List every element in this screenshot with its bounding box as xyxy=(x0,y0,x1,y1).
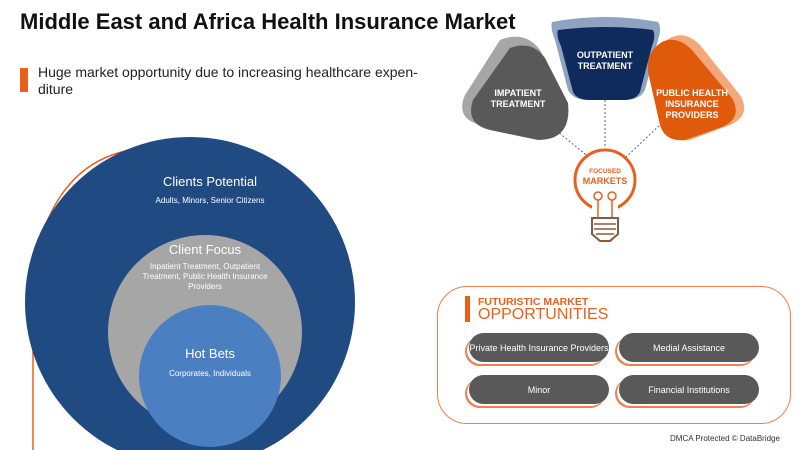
bulb-line2: MARKETS xyxy=(582,176,628,186)
outer-circle-title: Clients Potential xyxy=(163,174,257,189)
inner-circle-title: Hot Bets xyxy=(185,346,235,361)
subtitle-accent-bar xyxy=(20,68,28,92)
bulb-line1: FOCUSED xyxy=(589,168,621,175)
futuristic-title-line2: OPPORTUNITIES xyxy=(478,306,609,323)
futuristic-accent-bar xyxy=(465,296,470,322)
inpatient-shape xyxy=(471,45,569,140)
lightbulb-icon xyxy=(573,148,637,242)
opportunity-item: Financial Institutions xyxy=(619,375,759,404)
inner-circle-desc: Corporates, Individuals xyxy=(169,369,251,378)
segment-outpatient: OUTPATIENT TREATMENT xyxy=(576,50,634,71)
opportunity-item: Minor xyxy=(469,375,609,404)
opportunity-item: Private Health Insurance Providers xyxy=(469,333,609,362)
concentric-circles-diagram xyxy=(25,137,355,450)
segment-public-health: PUBLIC HEALTH INSURANCE PROVIDERS xyxy=(656,88,728,120)
opportunity-item: Medial Assistance xyxy=(619,333,759,362)
middle-circle-desc: Inpatient Treatment, Outpatient Treatmen… xyxy=(142,262,268,291)
futuristic-opportunities-box xyxy=(437,286,791,424)
subtitle: Huge market opportunity due to increasin… xyxy=(38,64,418,97)
outer-circle-desc: Adults, Minors, Senior Citizens xyxy=(155,196,265,205)
public-shape xyxy=(647,39,736,141)
page-title: Middle East and Africa Health Insurance … xyxy=(20,9,516,34)
inner-circle xyxy=(139,305,281,447)
footer-credit: DMCA Protected © DataBridge xyxy=(670,434,780,443)
outpatient-shape xyxy=(557,27,655,100)
middle-circle-title: Client Focus xyxy=(168,242,242,257)
focused-markets-diagram xyxy=(462,17,745,242)
futuristic-title-line1: FUTURISTIC MARKET xyxy=(478,296,589,308)
segment-inpatient: IMPATIENT TREATMENT xyxy=(490,88,546,109)
